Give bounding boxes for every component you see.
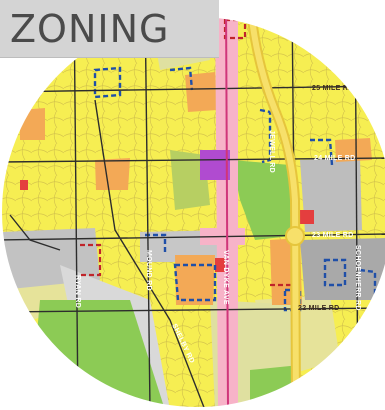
zone-multifamily-6 [335,138,372,162]
label-22-mile: 22 MILE RD [298,305,340,312]
label-ryan: RYAN RD [74,275,81,308]
label-jewell: JEWELL RD [268,130,275,173]
zone-industrial-east [300,158,362,232]
label-mound: MOUND RD [145,250,152,291]
zone-multifamily-5 [20,108,45,140]
van-dyke-line [225,16,229,408]
zone-park-center [232,160,300,240]
label-24-mile: 24 MILE RD [314,155,356,162]
zone-multifamily-1 [185,72,217,112]
label-van-dyke: VAN DYKE AVE [222,250,229,305]
label-25-mile: 25 MILE RD [312,85,354,92]
zone-red-2 [215,258,225,272]
zone-red-3 [20,180,28,190]
zone-multifamily-3 [95,158,130,190]
freeway [245,16,305,408]
zone-multifamily-4 [175,255,215,305]
zone-special [200,150,230,180]
label-schoenherr: SCHOENHERR RD [354,245,361,311]
page-title: ZONING [10,6,170,51]
zone-red-1 [300,210,314,224]
zone-office-east [300,238,385,300]
title-banner: ZONING [0,0,219,58]
label-23-mile: 23 MILE RD [312,232,354,239]
